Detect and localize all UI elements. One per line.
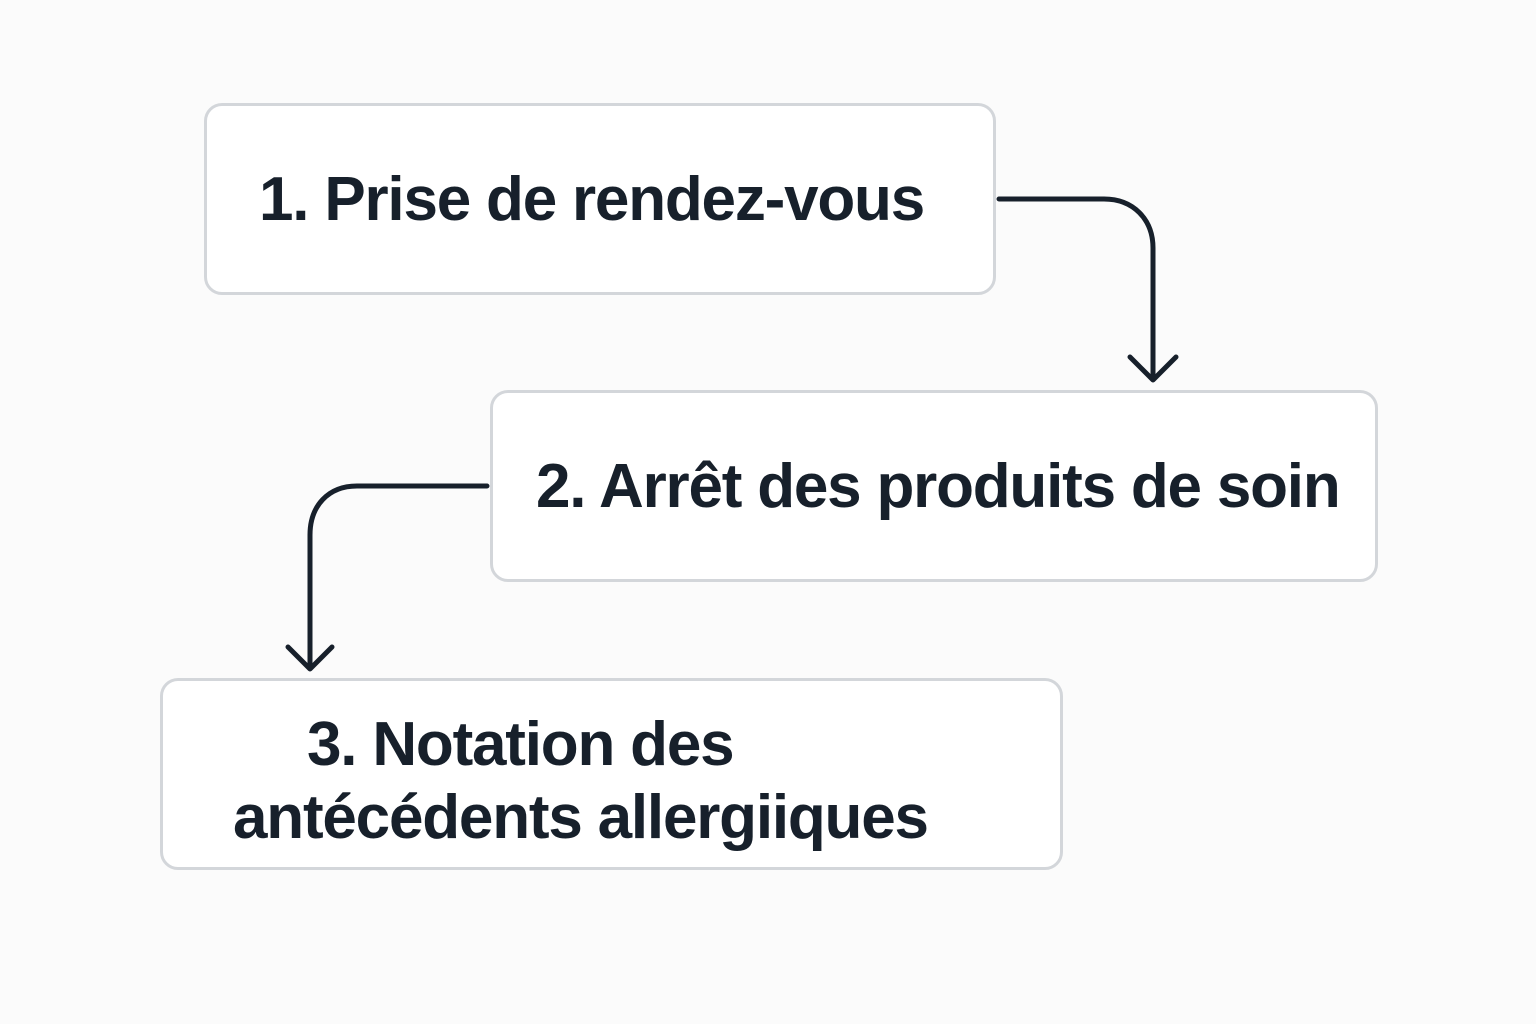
- connector-line-1: [996, 196, 1156, 379]
- step-1-box: 1. Prise de rendez-vous: [204, 103, 996, 295]
- arrow-down-icon: [1127, 354, 1179, 383]
- connector-line-2: [307, 483, 490, 668]
- step-2-label: 2. Arrêt des produits de soin: [536, 452, 1341, 521]
- step-3-label-line-2: antécédents allergiiques: [233, 783, 929, 852]
- step-3-box: 3. Notation des antécédents allergiiques: [160, 678, 1063, 870]
- step-3-label-line-1: 3. Notation des: [307, 710, 735, 779]
- connector-step-2-to-step-3: [285, 483, 490, 672]
- connector-step-1-to-step-2: [996, 196, 1179, 383]
- arrow-down-icon: [285, 644, 335, 672]
- step-1-label: 1. Prise de rendez-vous: [259, 165, 925, 234]
- step-2-box: 2. Arrêt des produits de soin: [490, 390, 1378, 582]
